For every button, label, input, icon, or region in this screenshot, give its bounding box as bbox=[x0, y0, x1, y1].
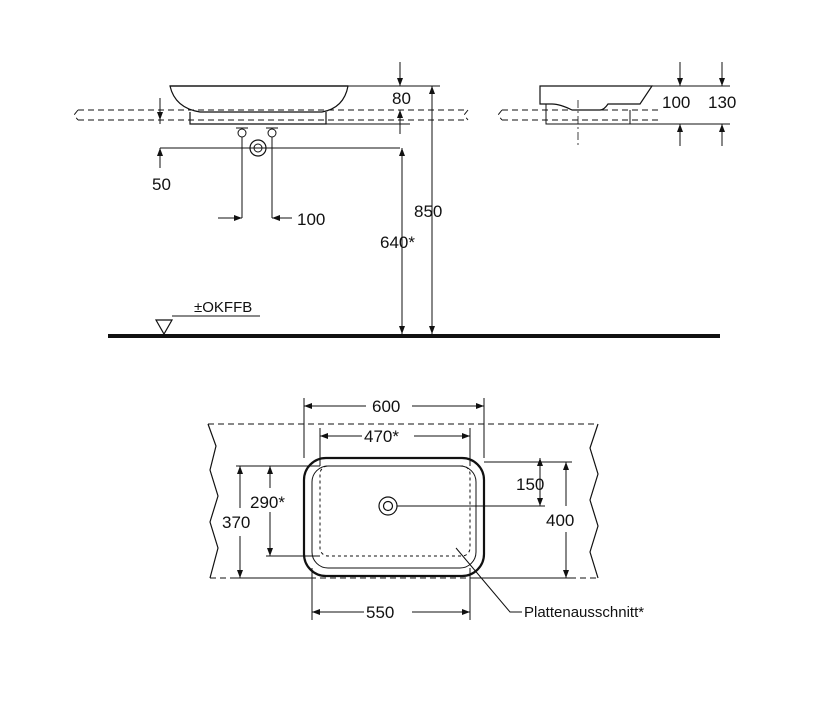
valve-left bbox=[237, 128, 247, 138]
dim-80: 80 bbox=[392, 89, 411, 108]
dim-150: 150 bbox=[516, 475, 544, 494]
dim-50-extension bbox=[159, 110, 400, 149]
countertop-outline bbox=[73, 109, 469, 121]
dim-470-extension bbox=[319, 428, 471, 466]
basin-underside bbox=[189, 112, 327, 125]
cutout-leader bbox=[455, 547, 522, 613]
basin-inner-edge bbox=[311, 465, 477, 569]
countertop-end bbox=[497, 109, 660, 121]
drain-outer bbox=[378, 496, 398, 516]
cutout-outline bbox=[319, 465, 471, 557]
valve-right bbox=[267, 128, 277, 138]
dim-470: 470* bbox=[364, 427, 399, 446]
valve-extension-lines bbox=[241, 137, 273, 218]
end-basin-underside bbox=[545, 104, 631, 125]
dim-600: 600 bbox=[372, 397, 400, 416]
dim-290-extension bbox=[266, 465, 320, 557]
dim-400-extension bbox=[470, 461, 572, 579]
break-line-left bbox=[207, 423, 219, 579]
end-view: 100 130 bbox=[497, 62, 736, 146]
floor-reference-label: ±OKFFB bbox=[194, 299, 252, 316]
end-basin-outline bbox=[539, 85, 654, 111]
dim-640: 640* bbox=[380, 233, 415, 252]
dim-50: 50 bbox=[152, 175, 171, 194]
side-view: 100 50 80 850 640* ±OKFFB bbox=[73, 62, 720, 338]
dim-290: 290* bbox=[250, 493, 285, 512]
dim-850: 850 bbox=[414, 202, 442, 221]
dim-130: 130 bbox=[708, 93, 736, 112]
floor-ref-triangle bbox=[154, 319, 174, 336]
break-line-right bbox=[589, 423, 599, 579]
dim-100-end: 100 bbox=[662, 93, 690, 112]
basin-bowl bbox=[169, 85, 349, 113]
dim-550-extension bbox=[311, 568, 471, 620]
dim-370: 370 bbox=[222, 513, 250, 532]
drain-inner bbox=[382, 500, 394, 512]
dim-100-side: 100 bbox=[297, 210, 325, 229]
dim-400: 400 bbox=[546, 511, 574, 530]
dim-80-extension bbox=[326, 85, 440, 125]
cutout-label: Plattenausschnitt* bbox=[524, 604, 644, 621]
plan-view: 600 470* 370 290* 150 400 bbox=[207, 397, 644, 622]
dim-600-extension bbox=[303, 398, 485, 458]
dim-550: 550 bbox=[366, 603, 394, 622]
basin-outer-edge bbox=[302, 456, 486, 578]
